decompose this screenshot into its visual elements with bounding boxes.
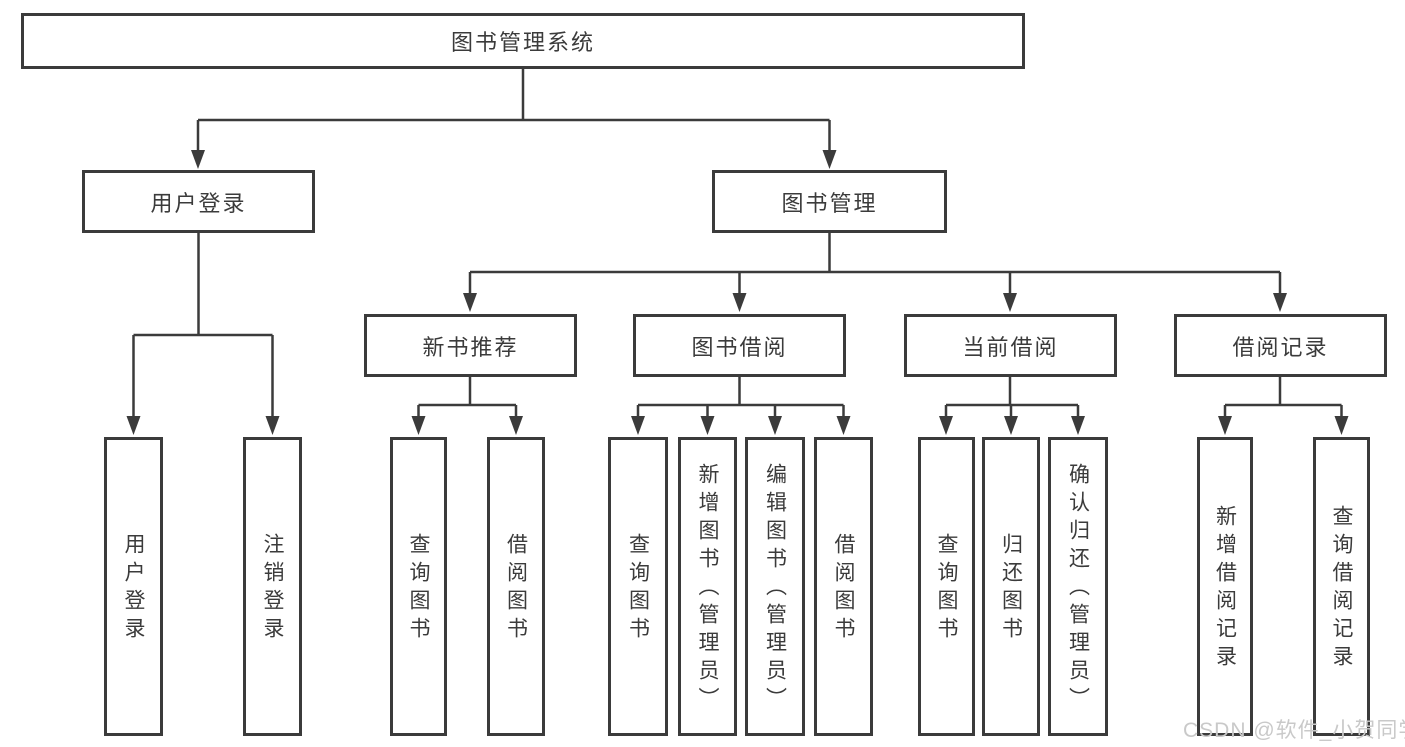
node-label: 图书借阅 — [691, 334, 788, 360]
leaf-edit-books-admin: 编辑图书（管理员） — [745, 437, 805, 736]
node-library-management-system: 图书管理系统 — [21, 13, 1025, 69]
node-label: 借阅图书 — [504, 532, 528, 645]
leaf-current-query-books: 查询图书 — [918, 437, 975, 736]
leaf-confirm-return-admin: 确认归还（管理员） — [1048, 437, 1108, 736]
node-label: 归还图书 — [999, 532, 1023, 645]
node-label: 当前借阅 — [962, 334, 1059, 360]
node-new-book-recommend: 新书推荐 — [364, 314, 577, 377]
node-label: 图书管理系统 — [450, 30, 595, 55]
leaf-add-books-admin: 新增图书（管理员） — [678, 437, 737, 736]
node-label: 查询图书 — [935, 532, 958, 645]
node-label: 新增图书（管理员） — [696, 462, 719, 715]
node-label: 查询借阅记录 — [1330, 504, 1353, 673]
node-label: 注销登录 — [261, 532, 284, 645]
node-label: 编辑图书（管理员） — [763, 462, 787, 715]
leaf-logout: 注销登录 — [243, 437, 302, 736]
leaf-borrow-query-books: 查询图书 — [608, 437, 668, 736]
leaf-borrow-books: 借阅图书 — [814, 437, 873, 736]
leaf-user-login: 用户登录 — [104, 437, 163, 736]
csdn-watermark: CSDN @软件_小贺同学 — [1183, 719, 1405, 742]
node-label: 借阅记录 — [1232, 334, 1329, 360]
node-label: 新增借阅记录 — [1213, 504, 1237, 673]
node-user-login: 用户登录 — [82, 170, 315, 233]
node-label: 图书管理 — [781, 190, 878, 216]
leaf-return-books: 归还图书 — [982, 437, 1040, 736]
node-label: 查询图书 — [626, 532, 650, 645]
node-book-borrow: 图书借阅 — [633, 314, 846, 377]
leaf-recommend-borrow-books: 借阅图书 — [487, 437, 545, 736]
node-current-borrow: 当前借阅 — [904, 314, 1117, 377]
leaf-add-borrow-record: 新增借阅记录 — [1197, 437, 1253, 736]
leaf-query-borrow-record: 查询借阅记录 — [1313, 437, 1370, 736]
node-label: 查询图书 — [407, 532, 430, 645]
node-label: 借阅图书 — [832, 532, 855, 645]
node-label: 用户登录 — [122, 532, 145, 645]
node-borrow-records: 借阅记录 — [1174, 314, 1387, 377]
node-label: 新书推荐 — [422, 334, 519, 360]
node-label: 用户登录 — [150, 190, 247, 216]
leaf-recommend-query-books: 查询图书 — [390, 437, 447, 736]
node-label: 确认归还（管理员） — [1066, 462, 1090, 715]
node-book-management: 图书管理 — [712, 170, 947, 233]
